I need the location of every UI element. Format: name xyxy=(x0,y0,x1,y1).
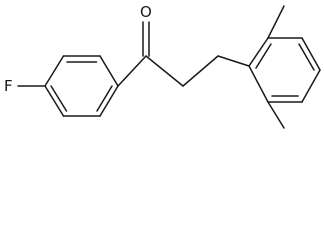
fluorophenyl-ring xyxy=(44,55,119,117)
aryl-carbonyl-bond xyxy=(117,55,147,87)
oxygen-label: O xyxy=(140,3,152,21)
ring-bond xyxy=(301,69,321,103)
chain-bond xyxy=(145,55,184,87)
fluorine-label: F xyxy=(4,77,13,95)
chain-bond xyxy=(182,55,219,87)
ring-bond xyxy=(248,65,269,103)
ring-bond xyxy=(99,55,119,87)
methyl-bond-bottom xyxy=(267,101,285,129)
ring-inner-double-bond xyxy=(96,85,113,112)
dimethylphenyl-ring xyxy=(248,37,321,103)
chemical-structure-diagram: F O xyxy=(4,3,321,129)
ring-inner-double-bond xyxy=(50,85,68,112)
ring-inner-double-bond xyxy=(255,43,272,69)
ring-bond xyxy=(44,85,65,117)
ring-bond xyxy=(248,37,269,67)
ring-bond xyxy=(301,37,321,71)
ring-bond xyxy=(44,55,65,87)
methyl-bond-top xyxy=(267,5,285,39)
chain-bond xyxy=(217,55,250,67)
ring-bond xyxy=(99,85,119,117)
ring-inner-double-bond xyxy=(298,43,315,71)
